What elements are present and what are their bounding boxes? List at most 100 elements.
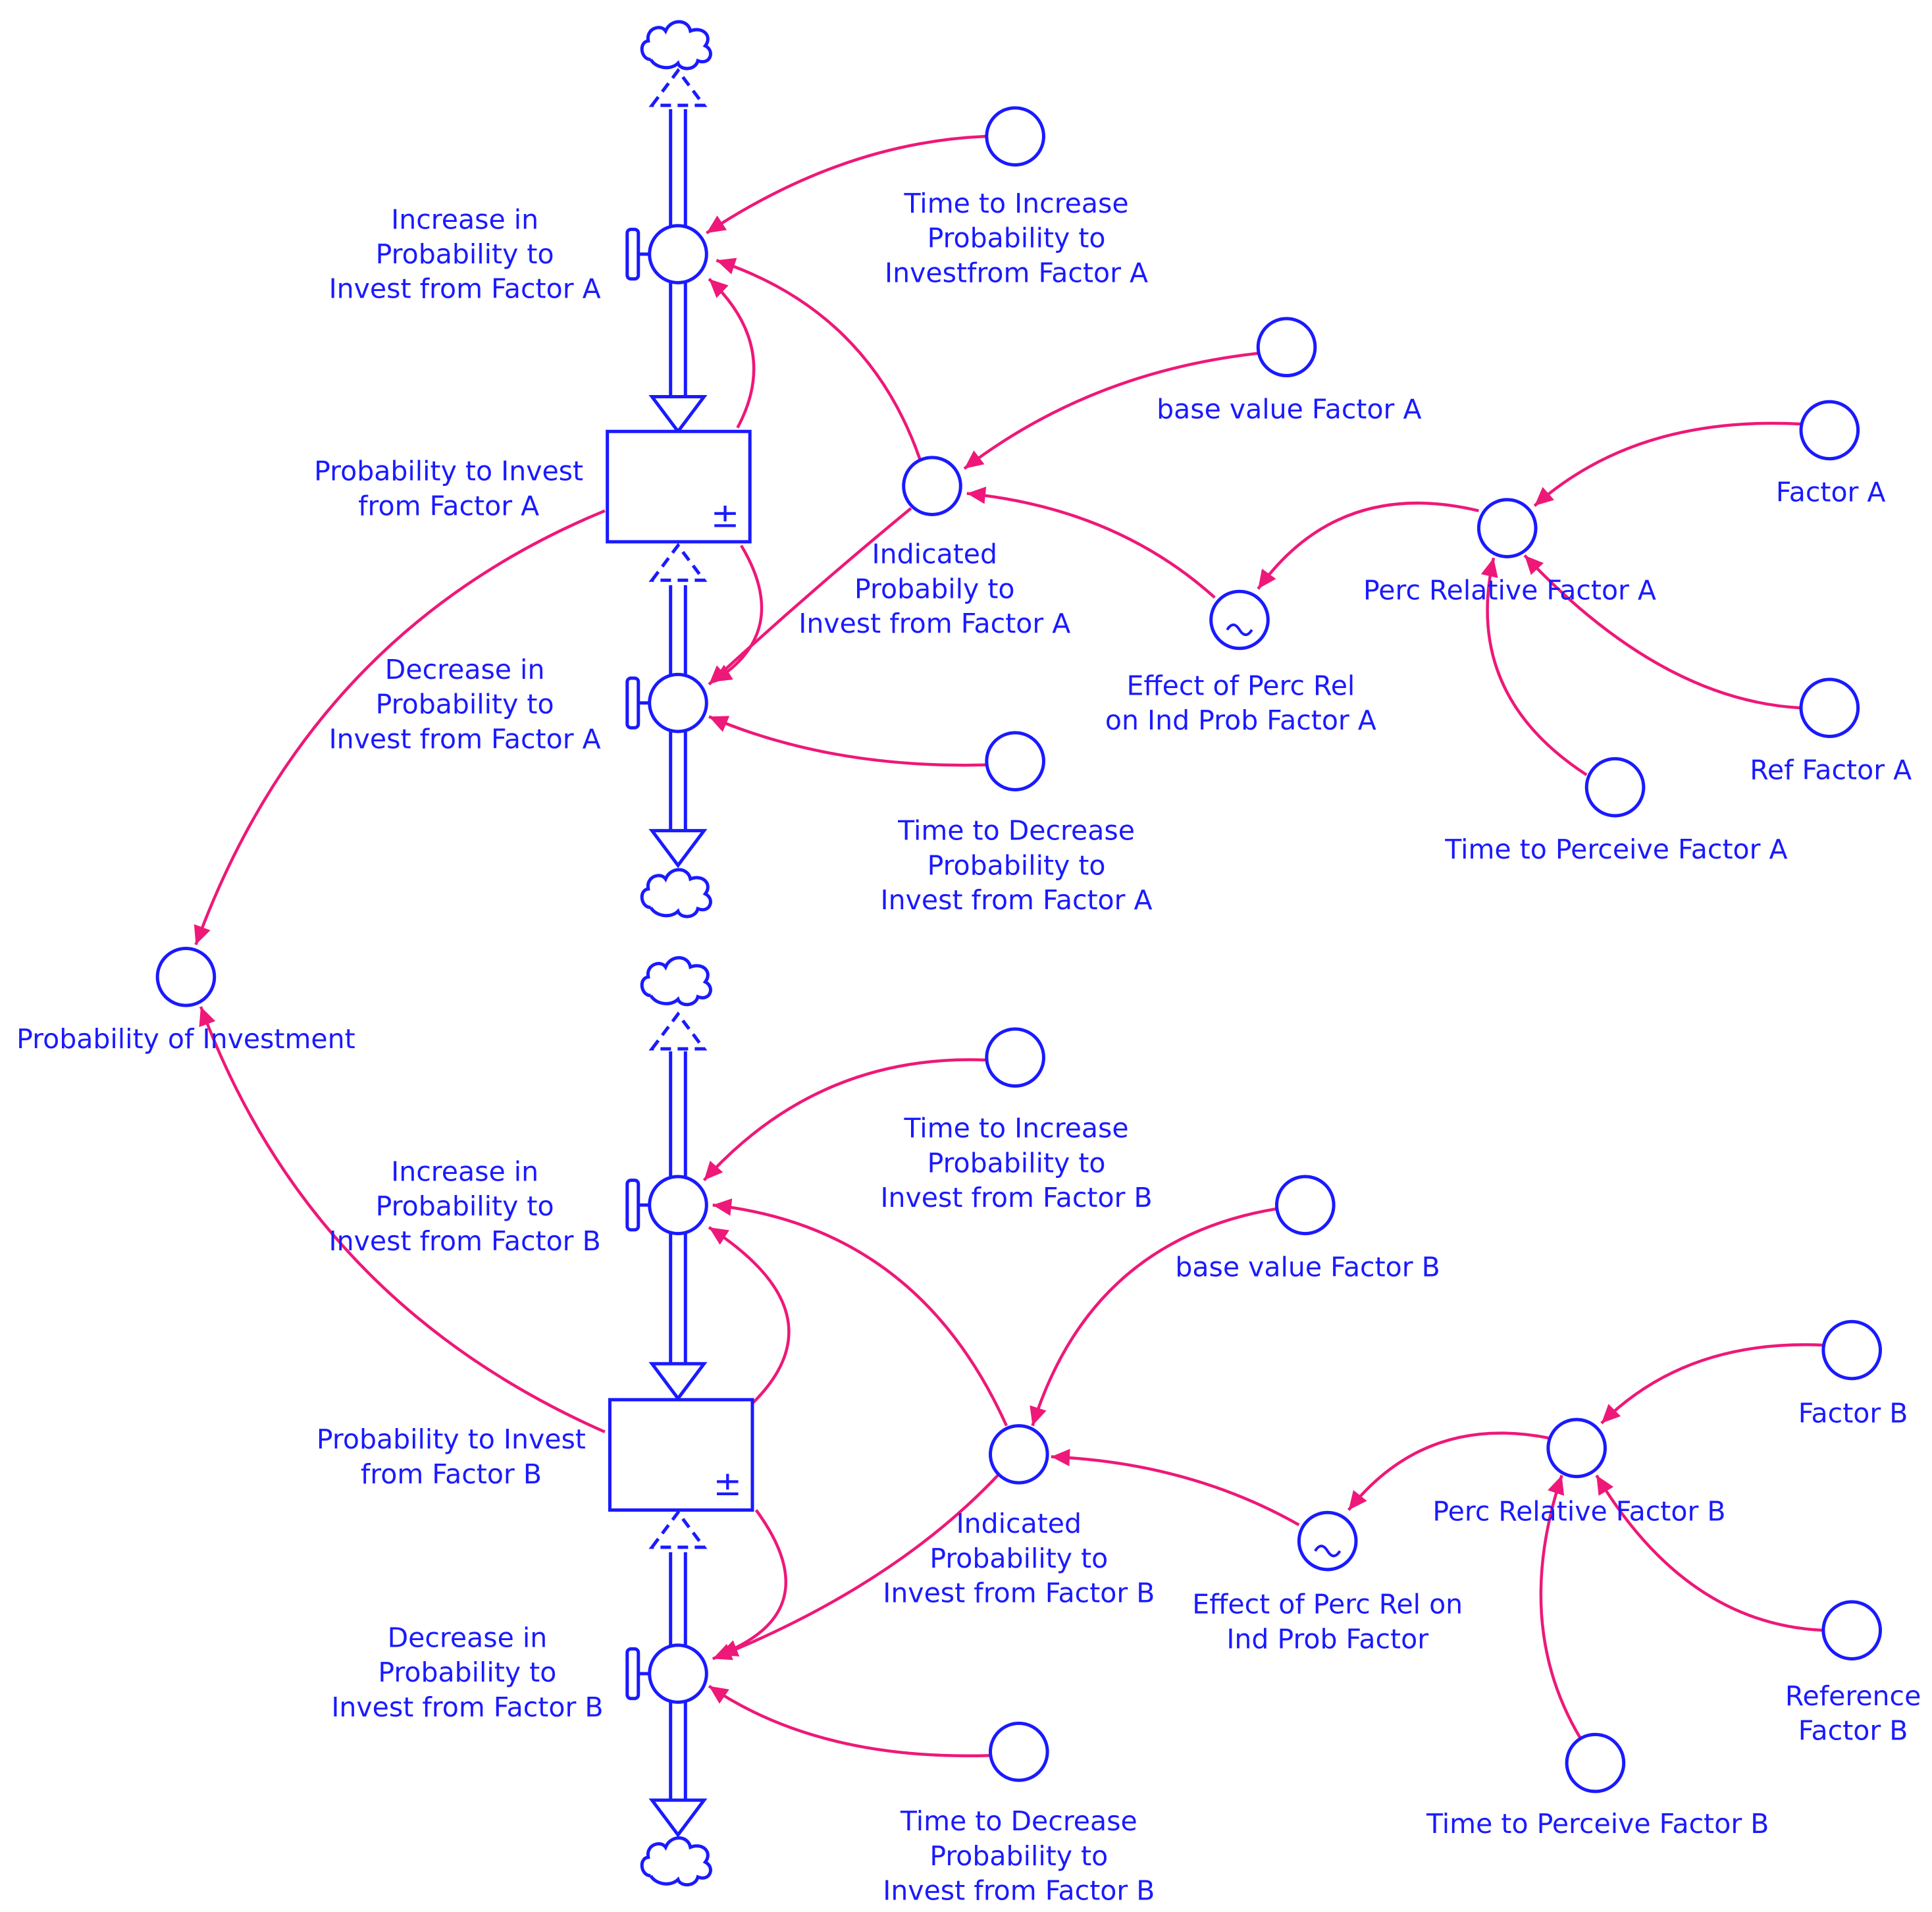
label-line: Increase in <box>391 1155 538 1187</box>
stock-a-stock[interactable]: ± <box>606 429 752 544</box>
label-line: Time to Perceive Factor B <box>1426 1808 1769 1840</box>
label-line: Probability to <box>929 1840 1108 1872</box>
link-ref-a-to-perc-a <box>1523 554 1802 710</box>
stock-b-stock[interactable]: ± <box>608 1398 754 1512</box>
label-line: Ref Factor A <box>1750 754 1912 785</box>
inflow-dashed-head-b <box>648 1011 708 1051</box>
factor-b-node[interactable] <box>1821 1319 1883 1381</box>
label-line: Invest from Factor A <box>798 608 1070 639</box>
inc-b-node[interactable] <box>625 1175 708 1236</box>
ref-a-label: Ref Factor A <box>1750 754 1912 785</box>
label-line: Decrease in <box>385 654 545 685</box>
t-dec-a-node[interactable] <box>985 731 1045 791</box>
link-eff-a-to-ind-a <box>966 487 1216 599</box>
ref-a-node[interactable] <box>1799 677 1860 739</box>
base-b-node[interactable] <box>1274 1175 1336 1236</box>
label-line: Invest from Factor A <box>881 884 1153 916</box>
t-inc-b-node[interactable] <box>985 1027 1045 1088</box>
link-perc-b-to-eff-b <box>1347 1431 1550 1511</box>
link-time-inc-a-to-inc-a <box>706 134 986 234</box>
dec-b-node[interactable] <box>625 1643 708 1704</box>
label-line: Time to Decrease <box>897 815 1135 847</box>
link-base-b-to-ind-b <box>1030 1207 1277 1427</box>
label-line: base value Factor A <box>1157 393 1421 425</box>
perc-b-label: Perc Relative Factor B <box>1432 1495 1725 1527</box>
link-tperc-b-to-perc-b <box>1539 1475 1582 1739</box>
label-line: Invest from Factor A <box>329 273 601 305</box>
link-perc-a-to-eff-a <box>1257 501 1479 590</box>
label-line: Factor A <box>1776 477 1886 508</box>
ind-a-node[interactable] <box>902 456 962 516</box>
stock-symbol: ± <box>714 1464 743 1504</box>
label-line: Time to Decrease <box>900 1805 1137 1837</box>
t-inc-a-node[interactable] <box>985 106 1045 167</box>
label-line: Indicated <box>956 1508 1082 1539</box>
label-line: Probability of Investment <box>16 1023 355 1055</box>
flow-pipes <box>640 20 712 1887</box>
link-time-dec-a-to-dec-a <box>708 715 986 767</box>
label-line: Time to Increase <box>904 188 1129 219</box>
inc-a-node[interactable] <box>625 224 708 284</box>
label-line: Probability to <box>376 1190 554 1222</box>
outflow-arrowhead-b <box>648 1798 708 1838</box>
label-line: Time to Increase <box>904 1113 1129 1144</box>
label-line: Investfrom Factor A <box>885 257 1148 288</box>
link-stock-a-to-dec-a <box>712 544 764 683</box>
label-line: base value Factor B <box>1175 1251 1440 1283</box>
label-line: Invest from Factor B <box>331 1691 603 1723</box>
link-ind-a-to-inc-a <box>716 257 922 460</box>
label-line: Probability to Invest <box>317 1423 586 1455</box>
label-line: Invest from Factor B <box>329 1225 601 1257</box>
link-factor-b-to-perc-b <box>1600 1343 1823 1425</box>
t-dec-b-node[interactable] <box>989 1721 1049 1782</box>
factor-b-label: Factor B <box>1798 1398 1908 1429</box>
tperc-b-node[interactable] <box>1565 1732 1626 1793</box>
ind-b-node[interactable] <box>989 1423 1049 1485</box>
label-line: Decrease in <box>388 1622 548 1653</box>
label-line: Perc Relative Factor A <box>1363 574 1656 606</box>
label-line: Probability to Invest <box>314 456 583 487</box>
source-cloud-b <box>640 956 712 1007</box>
dec-a-node[interactable] <box>625 672 708 733</box>
label-line: Reference <box>1785 1680 1921 1712</box>
label-line: Invest from Factor B <box>883 1578 1155 1609</box>
link-stock-b-to-inc-b <box>708 1226 791 1405</box>
perc-a-node[interactable] <box>1476 498 1538 558</box>
perc-b-node[interactable] <box>1546 1418 1607 1479</box>
base-a-node[interactable] <box>1256 317 1317 378</box>
prob-inv-node[interactable] <box>155 946 217 1007</box>
pipe-inflow-b-bottom <box>669 1233 687 1367</box>
tperc-a-node[interactable] <box>1584 757 1646 818</box>
label-line: Probability to <box>929 1543 1108 1574</box>
pipe-inflow-b-top <box>669 1051 687 1178</box>
label-line: Invest from Factor B <box>880 1182 1152 1213</box>
label-line: Invest from Factor B <box>883 1875 1155 1907</box>
label-line: Probability to <box>376 689 554 720</box>
link-ref-b-to-perc-b <box>1595 1474 1823 1632</box>
link-base-a-to-ind-a <box>963 352 1259 470</box>
factor-a-label: Factor A <box>1776 477 1886 508</box>
pipe-outflow-a-bottom <box>669 731 687 831</box>
outflow-arrowhead-a <box>648 829 708 868</box>
eff-b-node[interactable] <box>1297 1510 1358 1572</box>
tperc-b-label: Time to Perceive Factor B <box>1426 1808 1769 1840</box>
link-eff-b-to-ind-b <box>1051 1448 1300 1527</box>
label-line: Probability to <box>927 849 1106 881</box>
ref-b-node[interactable] <box>1821 1600 1883 1660</box>
link-stock-b-to-prob-inv <box>199 1006 606 1433</box>
label-line: from Factor A <box>358 490 539 521</box>
outflow-dashed-head-a <box>648 543 708 582</box>
source-cloud-a <box>640 20 712 70</box>
label-line: Probability to <box>376 238 554 270</box>
eff-a-node[interactable] <box>1209 589 1270 651</box>
factor-a-node[interactable] <box>1799 400 1860 461</box>
causal-links <box>194 134 1823 1758</box>
label-line: Probability to <box>927 1147 1106 1179</box>
